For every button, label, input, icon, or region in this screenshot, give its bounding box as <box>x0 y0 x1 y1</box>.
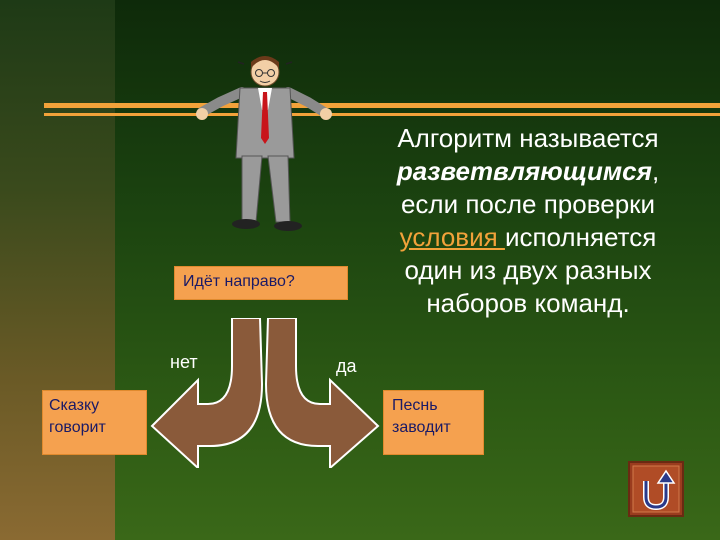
definition-line-4-rest: исполняется <box>504 222 657 252</box>
definition-line-3: если после проверки <box>400 189 656 219</box>
definition-line-1: Алгоритм называется <box>397 123 659 153</box>
u-turn-arrow-icon[interactable] <box>628 461 684 517</box>
fork-arrows <box>150 318 380 468</box>
definition-line-5: один из двух разных <box>404 255 652 285</box>
definition-line-4: условия исполняется <box>378 221 678 254</box>
businessman-illustration <box>196 56 332 231</box>
orange-rule-bottom <box>44 113 720 116</box>
definition-line-2: разветвляющимся, <box>378 155 678 188</box>
no-action-box: Сказку говорит <box>42 390 147 455</box>
left-branch-arrow <box>150 318 264 468</box>
definition-term: разветвляющимся <box>396 156 652 186</box>
left-background-band <box>0 0 115 540</box>
definition-comma: , <box>651 156 660 186</box>
definition-condition-link: условия <box>399 222 505 252</box>
yes-action-box: Песнь заводит <box>383 390 484 455</box>
right-branch-arrow <box>264 318 380 468</box>
definition-text: Алгоритм называется разветвляющимся, есл… <box>378 122 678 320</box>
question-box: Идёт направо? <box>174 266 348 300</box>
branch-yes-label: да <box>336 356 357 376</box>
branch-no-label: нет <box>170 352 198 372</box>
definition-line-6: наборов команд. <box>426 288 630 318</box>
orange-rule-top <box>44 103 720 108</box>
